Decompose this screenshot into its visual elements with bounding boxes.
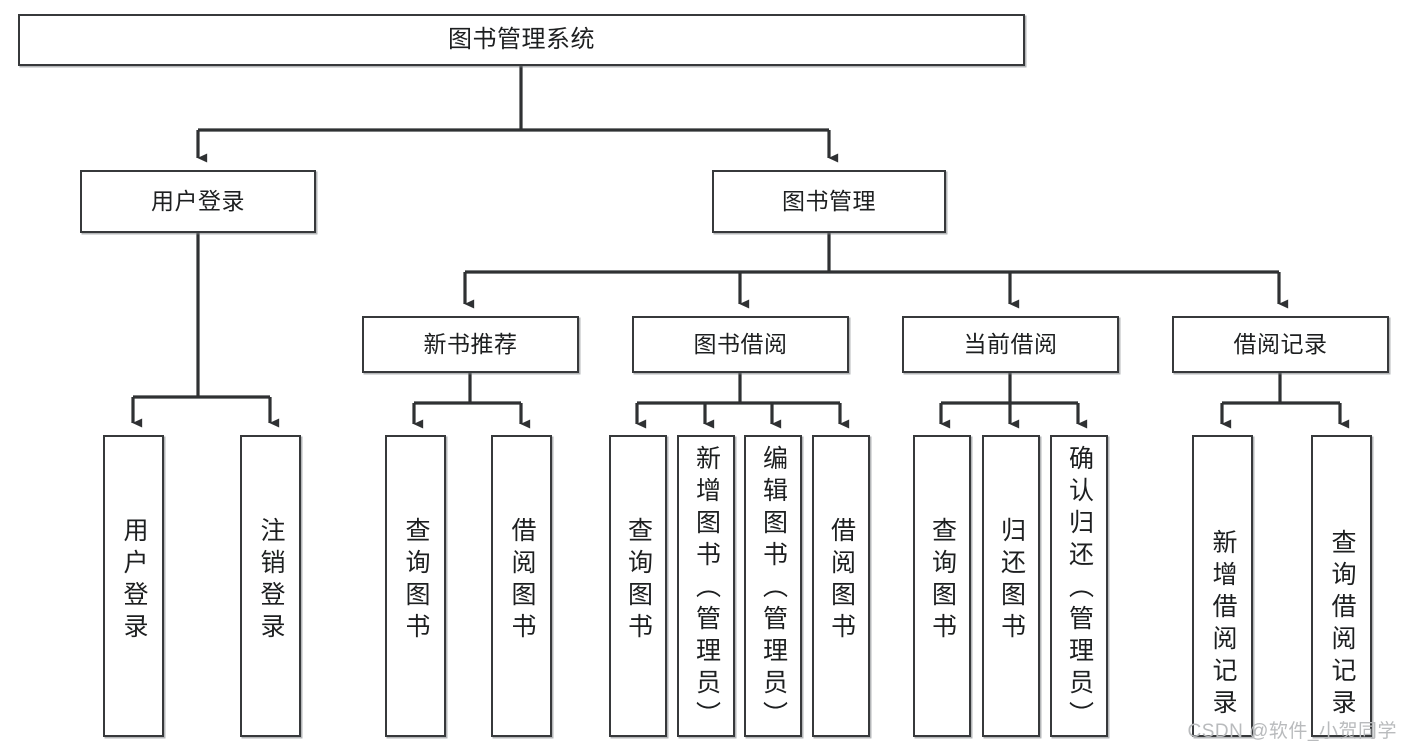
leaf-logout[interactable]: 注销登录 bbox=[240, 435, 301, 737]
node-label: 借阅记录 bbox=[1233, 330, 1328, 357]
leaf-return-book[interactable]: 归还图书 bbox=[982, 435, 1040, 737]
node-label: 借阅图书 bbox=[508, 517, 536, 645]
node-book-borrow[interactable]: 图书借阅 bbox=[632, 316, 849, 373]
node-current-borrow[interactable]: 当前借阅 bbox=[902, 316, 1119, 373]
node-label: 查询图书 bbox=[402, 517, 430, 645]
leaf-query-book-newbook[interactable]: 查询图书 bbox=[385, 435, 446, 737]
leaf-borrow-book-newbook[interactable]: 借阅图书 bbox=[491, 435, 552, 737]
leaf-query-book-current[interactable]: 查询图书 bbox=[913, 435, 971, 737]
leaf-user-login[interactable]: 用户登录 bbox=[103, 435, 164, 737]
node-label: 查询借阅记录 bbox=[1328, 529, 1356, 721]
node-label: 借阅图书 bbox=[827, 517, 856, 645]
leaf-edit-book-admin[interactable]: 编辑图书（管理员） bbox=[744, 435, 802, 737]
node-label: 编辑图书（管理员） bbox=[759, 445, 788, 733]
node-label: 新增图书（管理员） bbox=[692, 445, 721, 733]
node-borrow-record[interactable]: 借阅记录 bbox=[1172, 316, 1389, 373]
node-label: 注销登录 bbox=[257, 517, 285, 645]
leaf-confirm-return-admin[interactable]: 确认归还（管理员） bbox=[1050, 435, 1108, 737]
leaf-add-book-admin[interactable]: 新增图书（管理员） bbox=[677, 435, 735, 737]
node-label: 图书管理系统 bbox=[448, 25, 595, 53]
csdn-watermark: CSDN @软件_小贺同学 bbox=[1187, 721, 1397, 742]
node-book-management[interactable]: 图书管理 bbox=[712, 170, 946, 233]
node-label: 图书借阅 bbox=[693, 330, 788, 357]
node-label: 用户登录 bbox=[151, 187, 245, 214]
leaf-borrow-book[interactable]: 借阅图书 bbox=[812, 435, 870, 737]
node-new-book-recommend[interactable]: 新书推荐 bbox=[362, 316, 579, 373]
node-label: 查询图书 bbox=[928, 517, 957, 645]
node-label: 当前借阅 bbox=[963, 330, 1058, 357]
node-root-library-system[interactable]: 图书管理系统 bbox=[18, 14, 1025, 66]
node-label: 用户登录 bbox=[120, 517, 148, 645]
node-label: 确认归还（管理员） bbox=[1065, 445, 1094, 733]
leaf-add-borrow-record[interactable]: 新增借阅记录 bbox=[1192, 435, 1253, 737]
node-label: 查询图书 bbox=[624, 517, 653, 645]
leaf-query-borrow-record[interactable]: 查询借阅记录 bbox=[1311, 435, 1372, 737]
node-user-login[interactable]: 用户登录 bbox=[80, 170, 316, 233]
node-label: 新书推荐 bbox=[423, 330, 518, 357]
node-label: 归还图书 bbox=[997, 517, 1026, 645]
node-label: 新增借阅记录 bbox=[1209, 529, 1237, 721]
node-label: 图书管理 bbox=[782, 187, 876, 214]
leaf-query-book-borrow[interactable]: 查询图书 bbox=[609, 435, 667, 737]
